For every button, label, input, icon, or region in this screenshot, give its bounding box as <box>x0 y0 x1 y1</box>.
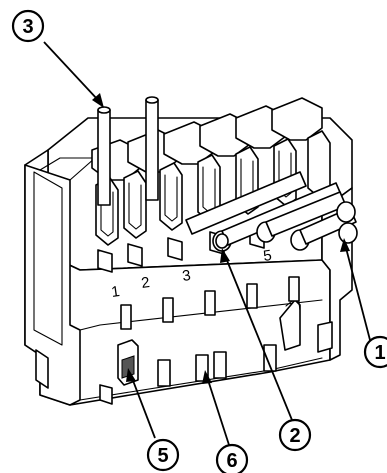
callout-6: 6 <box>215 443 249 473</box>
callout-2-label: 2 <box>289 425 300 447</box>
terminal-label-3: 3 <box>181 267 192 285</box>
terminal-label-2: 2 <box>140 274 151 292</box>
bottom-pins <box>117 339 277 387</box>
terminal-numbers: 1 2 3 5 <box>110 247 273 301</box>
callout-3-label: 3 <box>22 16 33 38</box>
terminal-label-5: 5 <box>262 247 273 265</box>
front-windows <box>120 276 300 330</box>
test-pins <box>97 96 159 206</box>
terminal-label-1: 1 <box>110 283 121 301</box>
callout-1: 1 <box>363 335 387 369</box>
callout-1-label: 1 <box>374 342 385 364</box>
callout-leaders <box>43 41 371 449</box>
plugged-conductors <box>185 171 358 252</box>
callout-5: 5 <box>146 438 180 472</box>
callout-6-label: 6 <box>226 450 237 472</box>
callout-5-label: 5 <box>157 445 168 467</box>
callout-2: 2 <box>278 418 312 452</box>
callout-3: 3 <box>11 9 45 43</box>
